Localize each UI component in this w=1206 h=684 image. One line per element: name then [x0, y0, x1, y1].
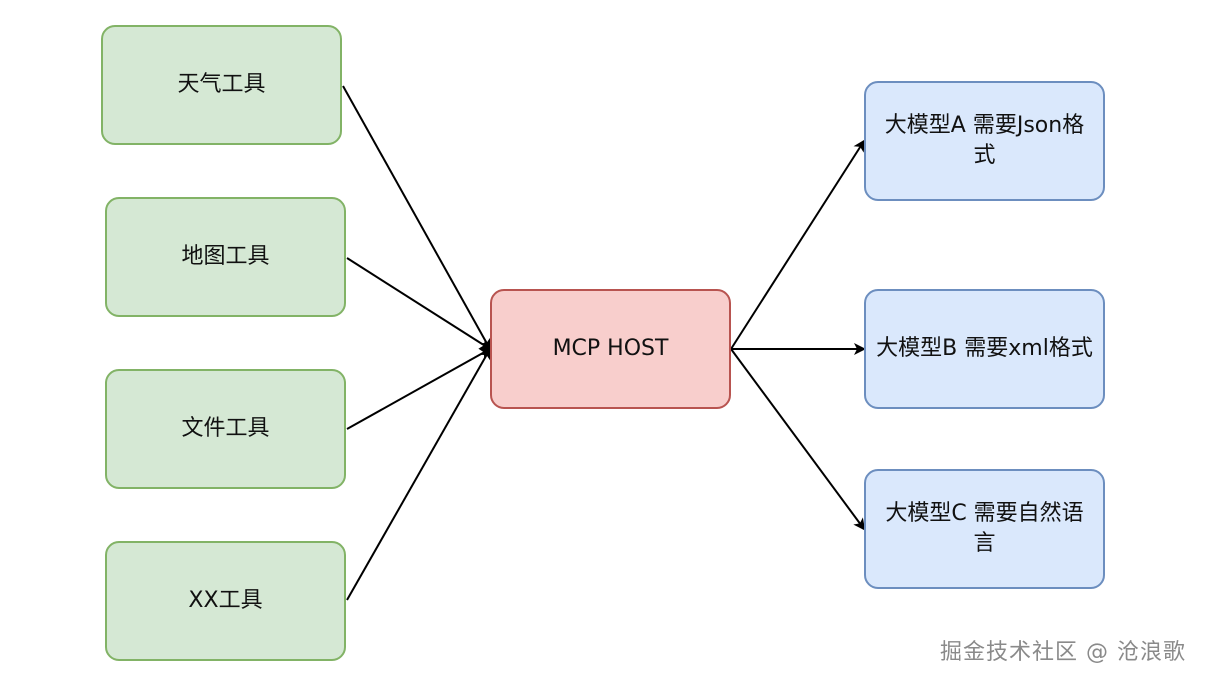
model-node-label: 大模型C 需要自然语言 — [885, 501, 1084, 556]
tool-node-map[interactable]: 地图工具 — [105, 197, 346, 317]
edge-tool-1-to-host — [342, 85, 491, 351]
mcp-host-label: MCP HOST — [552, 336, 669, 361]
tool-node-weather[interactable]: 天气工具 — [101, 25, 342, 145]
model-node-b[interactable]: 大模型B 需要xml格式 — [864, 289, 1105, 409]
model-node-c[interactable]: 大模型C 需要自然语言 — [864, 469, 1105, 589]
model-node-label: 大模型A 需要Json格式 — [884, 113, 1085, 168]
tool-node-file[interactable]: 文件工具 — [105, 369, 346, 489]
tool-node-label: XX工具 — [188, 588, 263, 613]
edge-host-to-model-1 — [730, 139, 866, 350]
edge-tool-2-to-host — [346, 257, 492, 351]
model-node-label: 大模型B 需要xml格式 — [876, 336, 1093, 361]
tool-node-label: 地图工具 — [181, 244, 270, 269]
tool-node-xx[interactable]: XX工具 — [105, 541, 346, 661]
watermark-text: 掘金技术社区 @ 沧浪歌 — [940, 640, 1186, 665]
edge-host-to-model-3 — [730, 348, 866, 531]
edge-tool-3-to-host — [346, 348, 492, 430]
tool-node-label: 天气工具 — [177, 72, 266, 97]
mcp-host-node[interactable]: MCP HOST — [490, 289, 731, 409]
edge-tool-4-to-host — [346, 347, 491, 601]
model-node-a[interactable]: 大模型A 需要Json格式 — [864, 81, 1105, 201]
tool-node-label: 文件工具 — [181, 416, 270, 441]
